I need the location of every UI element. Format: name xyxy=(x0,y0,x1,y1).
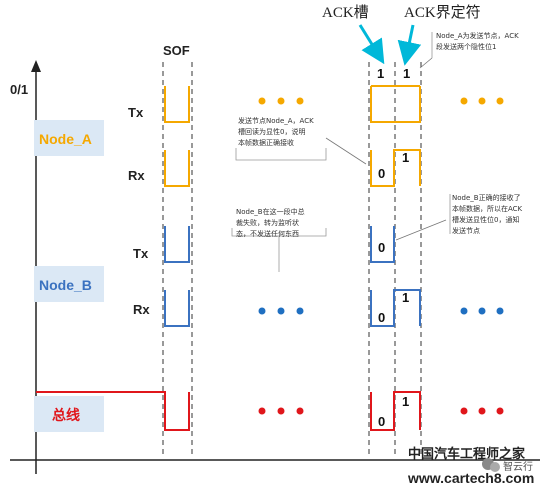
node-b-box: Node_B xyxy=(34,266,104,302)
callout-node-a: 发送节点Node_A，ACK 槽回读为显性0，说明 本帧数据正确接收 xyxy=(235,116,367,165)
node-b-label: Node_B xyxy=(39,277,92,293)
node-b-rx-waveform xyxy=(164,289,421,327)
node-b-ellipsis-mid xyxy=(258,307,304,315)
bit-a-rx-delim: 1 xyxy=(402,150,409,165)
node-a-rx-label: Rx xyxy=(128,168,145,183)
column-guides xyxy=(162,62,422,455)
bus-ellipsis-right xyxy=(460,407,504,415)
node-a-tx-label: Tx xyxy=(128,105,144,120)
bus-waveform xyxy=(36,391,421,431)
node-a-label: Node_A xyxy=(39,131,92,147)
callout-node-b-left-line-3: 态，不发送任何东西 xyxy=(236,229,299,238)
callout-top-right-line-2: 段发送两个隐性位1 xyxy=(436,42,496,51)
node-a-rx-waveform xyxy=(164,149,421,187)
node-b-tx-label: Tx xyxy=(133,246,149,261)
callout-node-b-right-line-2: 本帧数据，所以在ACK xyxy=(452,204,523,213)
wechat-icon xyxy=(482,458,500,472)
callout-node-b-right-line-1: Node_B正确的接收了 xyxy=(452,193,521,202)
bit-b-rx-delim: 1 xyxy=(402,290,409,305)
node-b-tx-waveform xyxy=(164,226,395,263)
bit-a-tx-slot: 1 xyxy=(377,66,384,81)
watermark-badge: 智云行 xyxy=(503,460,533,473)
bit-bus-slot: 0 xyxy=(378,414,385,429)
watermark-url: www.cartech8.com xyxy=(407,470,534,486)
callout-node-b-left: Node_B在这一段中总 裁失败，转为监听状 态，不发送任何东西 xyxy=(231,207,327,272)
bit-b-rx-slot: 0 xyxy=(378,310,385,325)
callout-node-a-line-3: 本帧数据正确接收 xyxy=(238,138,294,147)
callout-top-right-line-1: Node_A为发送节点，ACK xyxy=(436,31,519,40)
y-axis-arrow-icon xyxy=(31,60,41,72)
callout-node-b-left-line-2: 裁失败，转为监听状 xyxy=(236,218,299,227)
callout-top-right: Node_A为发送节点，ACK 段发送两个隐性位1 xyxy=(419,31,519,69)
callout-node-b-right-line-4: 发送节点 xyxy=(452,226,480,235)
ack-slot-arrow-icon xyxy=(358,24,385,65)
bus-label: 总线 xyxy=(52,407,80,423)
callout-node-b-right-line-3: 槽发送显性位0，通知 xyxy=(452,215,519,224)
sof-label: SOF xyxy=(163,43,190,58)
bus-box: 总线 xyxy=(34,396,104,432)
bit-a-tx-delim: 1 xyxy=(403,66,410,81)
callout-node-a-line-1: 发送节点Node_A，ACK xyxy=(238,116,314,125)
node-b-ellipsis-right xyxy=(460,307,504,315)
node-a-ellipsis-right xyxy=(460,97,504,105)
bit-b-tx-slot: 0 xyxy=(378,240,385,255)
bus-ellipsis-mid xyxy=(258,407,304,415)
callout-node-a-line-2: 槽回读为显性0，说明 xyxy=(238,127,305,136)
ack-delimiter-label: ACK界定符 xyxy=(404,4,481,21)
callout-node-b-left-line-1: Node_B在这一段中总 xyxy=(236,207,305,216)
watermark: 中国汽车工程师之家 智云行 www.cartech8.com xyxy=(407,446,534,486)
node-a-ellipsis-mid xyxy=(258,97,304,105)
y-axis-label: 0/1 xyxy=(10,82,28,97)
bit-a-rx-slot: 0 xyxy=(378,166,385,181)
ack-delimiter-arrow-icon xyxy=(397,24,422,66)
ack-slot-label: ACK槽 xyxy=(322,4,369,21)
node-a-tx-waveform xyxy=(164,85,421,123)
node-a-box: Node_A xyxy=(34,120,104,156)
watermark-title: 中国汽车工程师之家 xyxy=(408,446,526,461)
node-b-rx-label: Rx xyxy=(133,302,150,317)
callout-node-b-right: Node_B正确的接收了 本帧数据，所以在ACK 槽发送显性位0，通知 发送节点 xyxy=(395,193,523,241)
bit-bus-delim: 1 xyxy=(402,394,409,409)
